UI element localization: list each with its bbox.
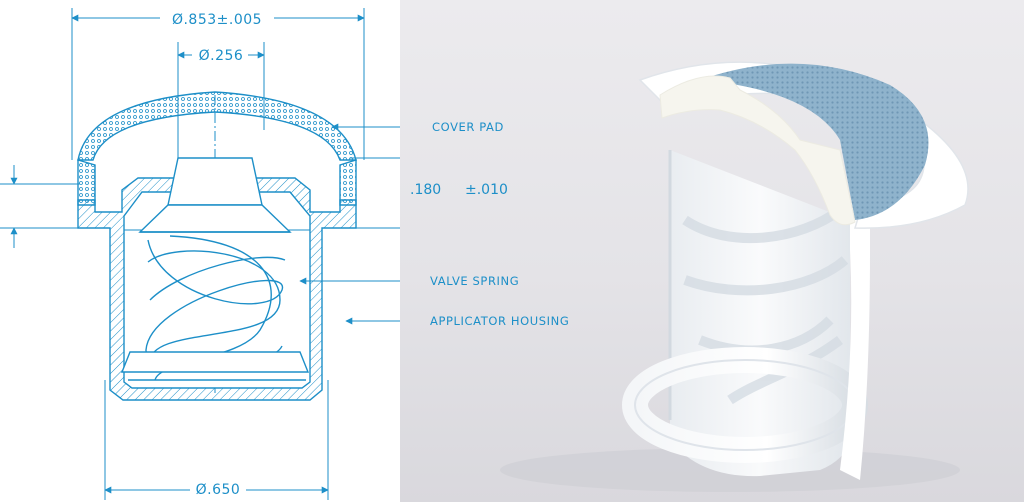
base-diameter-label: Ø.650 <box>196 482 241 498</box>
valve-spring-callout: VALVE SPRING <box>430 274 520 288</box>
product-photo <box>400 0 1024 502</box>
valve-base <box>120 351 310 373</box>
cover-pad-mesh <box>700 63 929 221</box>
technical-drawing-panel: Ø.853±.005 Ø.256 <box>0 0 400 502</box>
height-tolerance-label: ±.010 <box>465 182 508 198</box>
height-dimension <box>0 157 400 248</box>
inner-diameter-label: Ø.256 <box>199 48 244 64</box>
cover-pad-callout: COVER PAD <box>432 120 504 134</box>
outer-shell <box>840 200 870 480</box>
outer-diameter-label: Ø.853±.005 <box>172 12 262 28</box>
height-value-label: .180 <box>410 182 442 198</box>
cover-pad-shape <box>77 91 357 161</box>
cross-section-drawing: Ø.853±.005 Ø.256 <box>0 8 400 500</box>
applicator-photo-illustration <box>500 61 969 492</box>
valve-top <box>167 157 263 206</box>
applicator-housing-callout: APPLICATOR HOUSING <box>430 314 570 328</box>
